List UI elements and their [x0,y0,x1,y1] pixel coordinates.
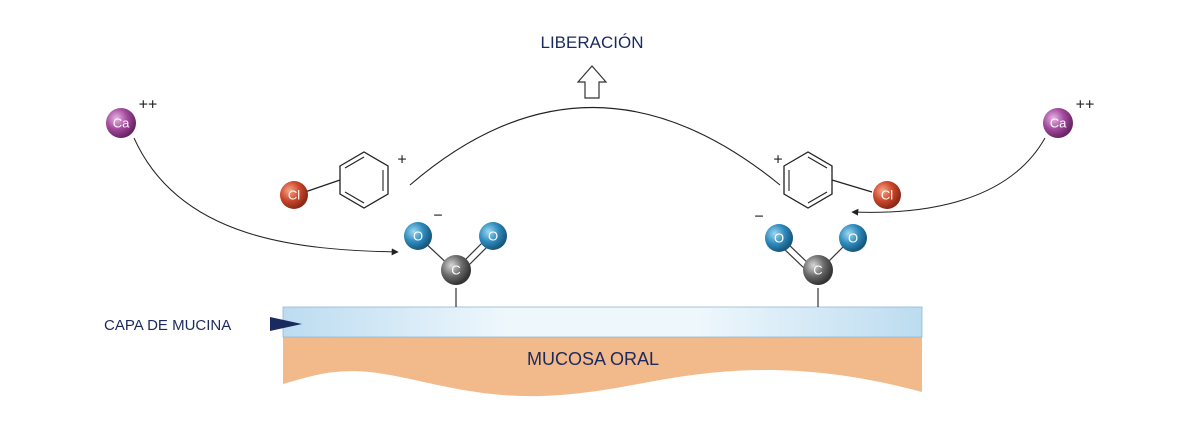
left-oxygen-label-1: O [413,229,423,244]
left-calcium-path [133,137,399,256]
right-oxygen-atom-1 [765,224,793,252]
right-oxygen-charge: − [754,209,763,226]
left-oxygen-label-2: O [488,229,498,244]
right-oxygen-label-1: O [774,231,784,246]
left-carbon-atom [441,255,471,285]
left-ring-charge: + [397,152,406,169]
right-ring-charge: + [773,152,782,169]
right-cl-bond [831,179,873,193]
right-calcium-label: Ca [1050,116,1067,131]
mucin-layer [282,306,923,338]
right-calcium-charge: ++ [1076,97,1095,114]
left-benzene-double-1 [344,156,365,169]
left-benzene-ring [339,151,389,209]
oral-mucosa-label: MUCOSA ORAL [527,349,659,369]
right-carbon-atom [803,255,833,285]
right-oxygen-label-2: O [848,231,858,246]
right-carbon-label: C [813,263,822,278]
left-benzene-double-3 [344,191,365,204]
arrow-up-outline-icon [576,65,608,99]
left-carbon-label: C [451,263,460,278]
right-chlorine-label: Cl [881,188,893,203]
left-oxygen-atom-1 [404,222,432,250]
title-liberacion: LIBERACIÓN [541,33,644,52]
left-chlorine-label: Cl [288,188,300,203]
right-benzene-ring [783,151,833,209]
left-cl-bond [304,179,341,193]
oral-mucosa-layer [283,336,922,397]
right-chlorine-atom [873,181,901,209]
release-arc [409,106,781,186]
left-oxygen-atom-2 [479,222,507,250]
left-chlorine-atom [280,181,308,209]
triangle-pointer-icon [270,317,302,331]
left-calcium-label: Ca [113,116,130,131]
left-calcium-charge: ++ [139,97,158,114]
right-calcium-atom [1043,108,1073,138]
right-benzene-double-3 [807,191,828,204]
mucin-layer-label: CAPA DE MUCINA [104,317,231,334]
left-oxygen-charge: − [433,208,442,225]
left-calcium-atom [106,108,136,138]
right-benzene-double-2 [807,156,828,169]
right-calcium-path [851,137,1046,216]
right-oxygen-atom-2 [839,224,867,252]
